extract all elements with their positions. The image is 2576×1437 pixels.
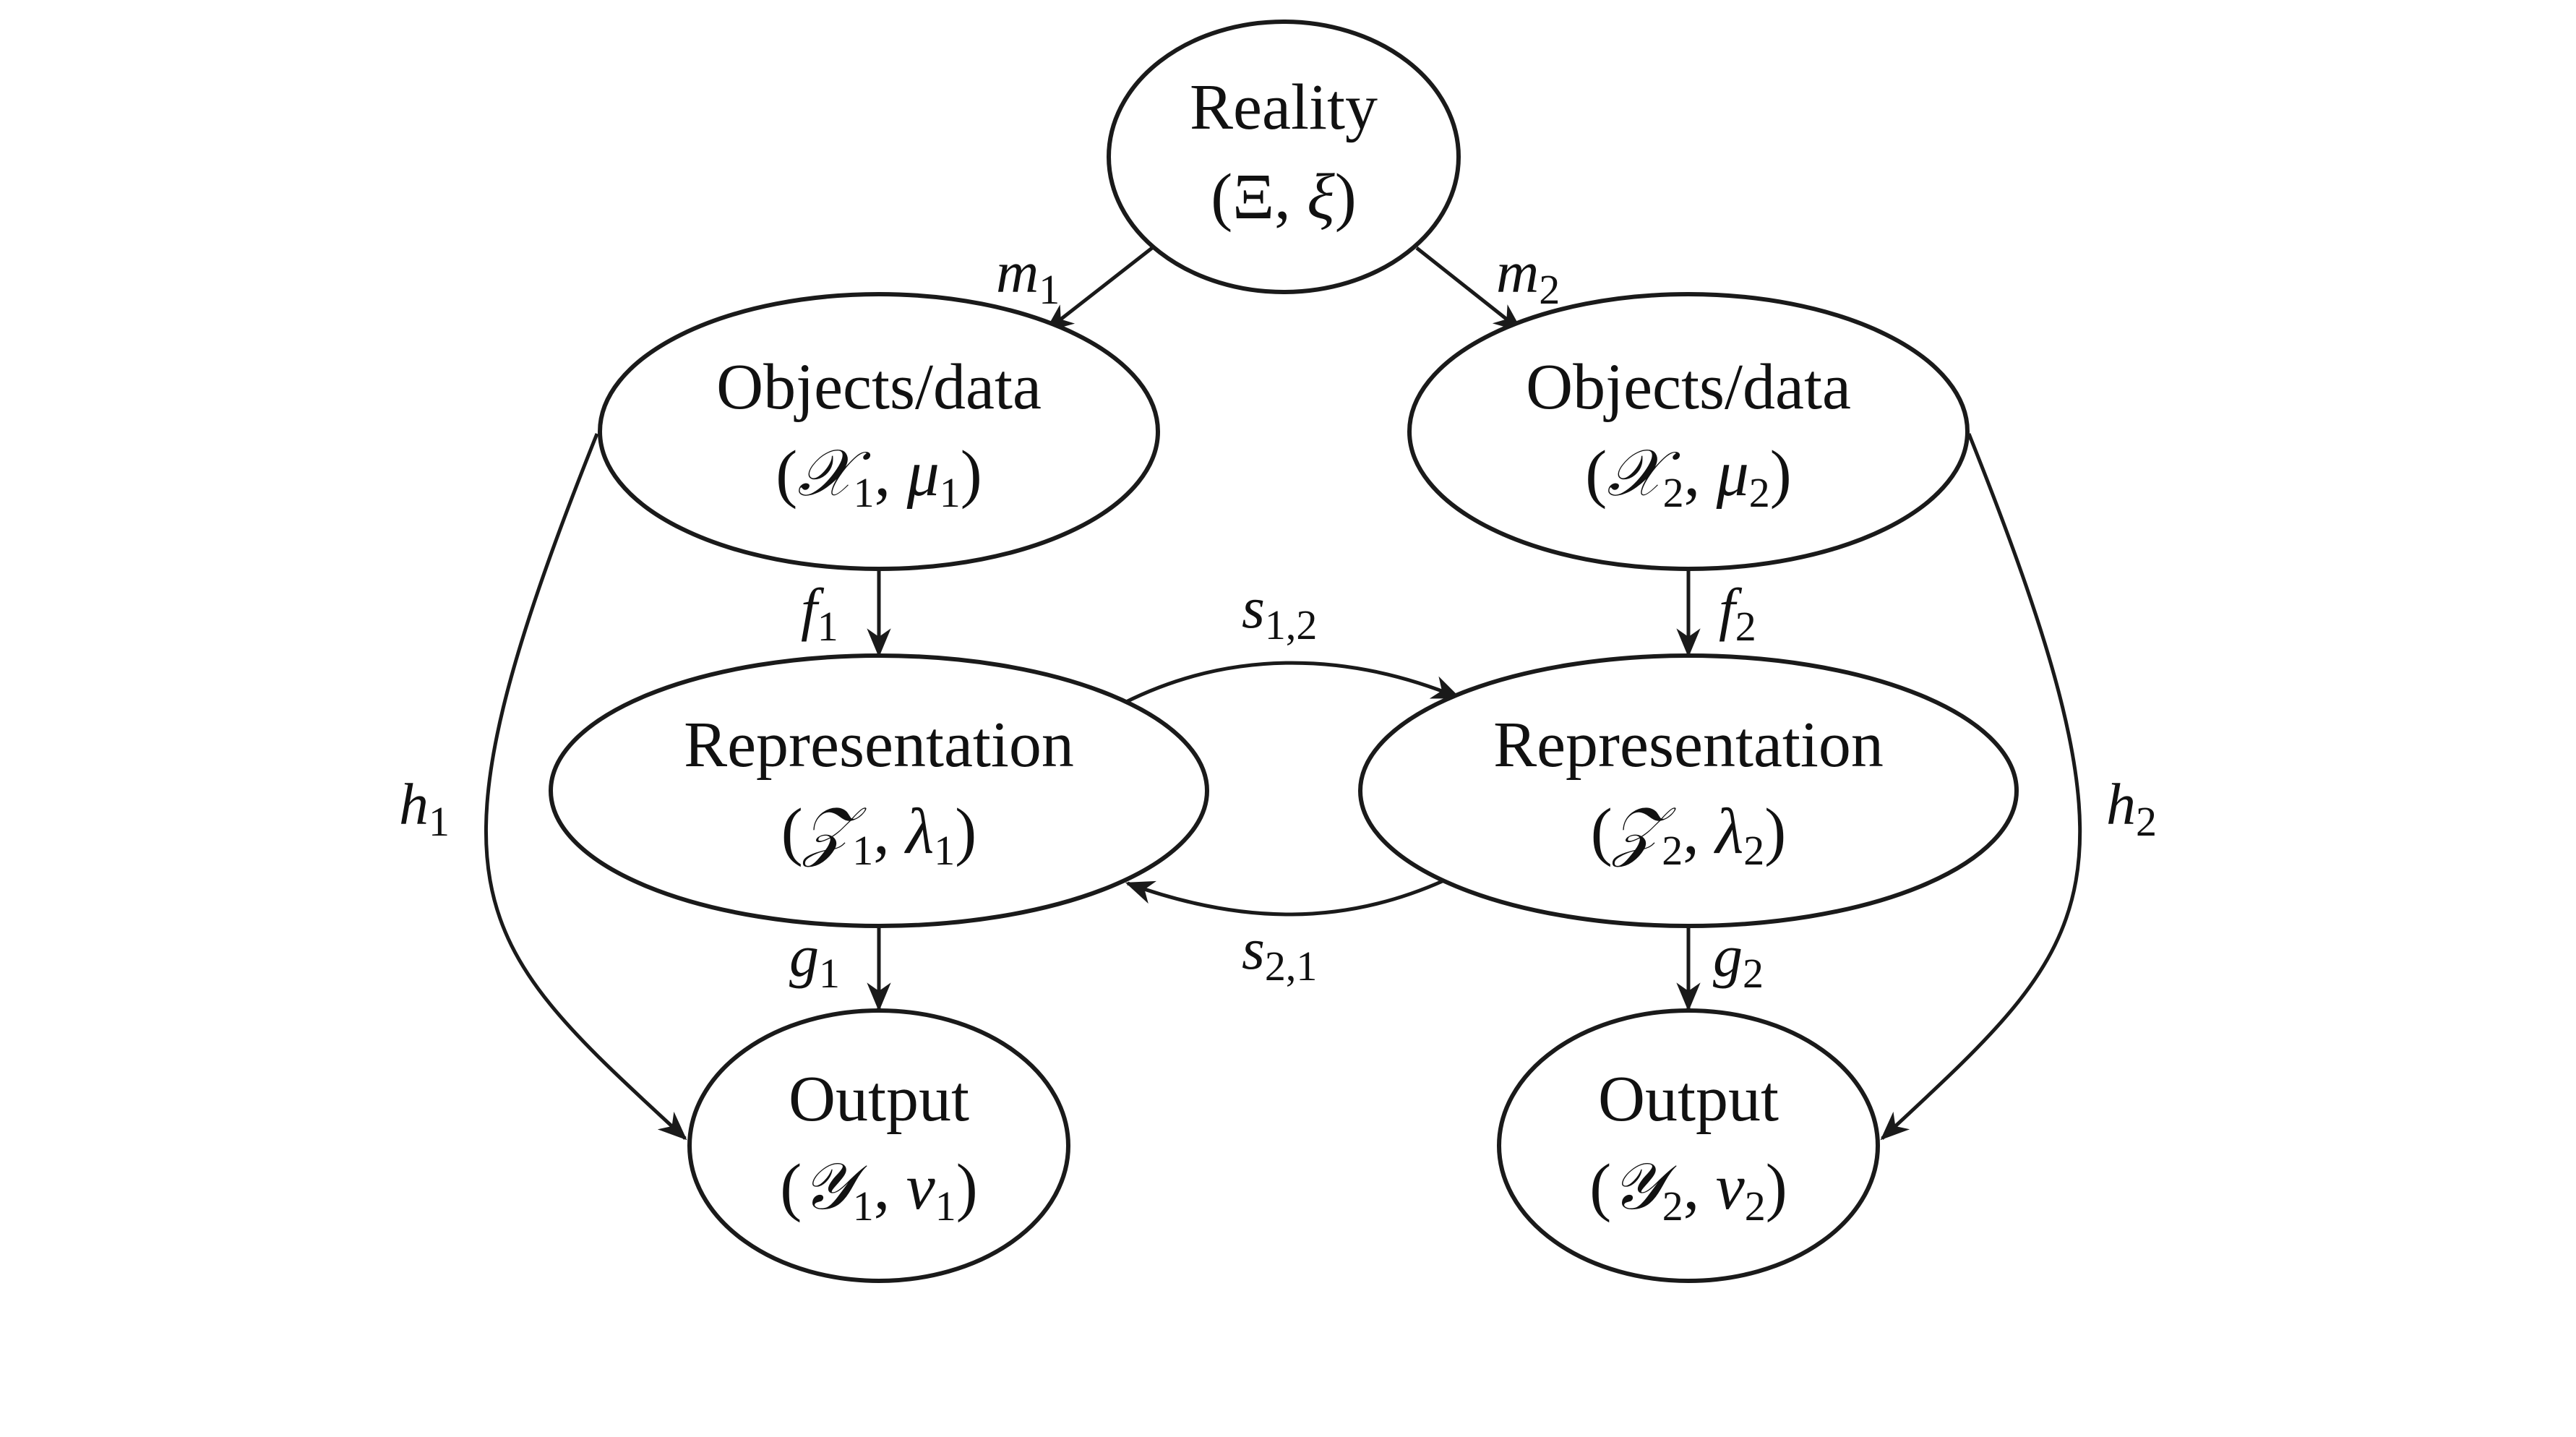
node-objects-2-symbol: (𝒳2, μ2) <box>1585 435 1792 516</box>
edge-label-h2: h2 <box>2106 771 2157 845</box>
edge-m1 <box>1044 246 1154 333</box>
edge-label-s12: s1,2 <box>1242 575 1317 648</box>
node-objects-1-symbol: (𝒳1, μ1) <box>776 435 982 516</box>
node-representation-2-shape <box>1358 653 2019 928</box>
node-objects-2-shape <box>1407 292 1970 571</box>
node-representation-2: Representation (𝒵2, λ2) <box>1358 653 2019 928</box>
node-output-1-shape <box>687 1008 1070 1283</box>
node-representation-2-title: Representation <box>1493 709 1884 781</box>
node-output-1: Output (𝒴1, ν1) <box>687 1008 1070 1283</box>
edge-s12 <box>1123 661 1461 705</box>
edge-label-m1: m1 <box>996 239 1060 313</box>
node-objects-2-title: Objects/data <box>1526 351 1851 423</box>
node-representation-1-title: Representation <box>684 709 1074 781</box>
node-objects-2: Objects/data (𝒳2, μ2) <box>1407 292 1970 571</box>
node-objects-1: Objects/data (𝒳1, μ1) <box>598 292 1160 571</box>
edge-label-g2: g2 <box>1713 923 1764 997</box>
edge-labels: m1 m2 f1 f2 g1 g2 h1 h2 s1,2 s2,1 <box>399 239 2157 997</box>
node-output-2-shape <box>1497 1008 1880 1283</box>
node-representation-1: Representation (𝒵1, λ1) <box>549 653 1209 928</box>
node-output-2: Output (𝒴2, ν2) <box>1497 1008 1880 1283</box>
edge-h2 <box>1880 433 2082 1141</box>
edge-m2 <box>1415 246 1523 333</box>
edges <box>484 246 2082 1141</box>
edge-label-m2: m2 <box>1496 239 1560 313</box>
node-reality-title: Reality <box>1190 72 1378 143</box>
node-reality-symbol: (Ξ, ξ) <box>1211 161 1356 233</box>
node-output-1-title: Output <box>789 1063 969 1135</box>
edge-label-s21: s2,1 <box>1242 916 1317 990</box>
node-representation-1-symbol: (𝒵1, λ1) <box>781 793 976 874</box>
node-objects-1-title: Objects/data <box>716 351 1042 423</box>
node-reality-shape <box>1107 20 1461 294</box>
node-output-2-title: Output <box>1598 1063 1779 1135</box>
edge-label-h1: h1 <box>399 771 450 845</box>
node-output-2-symbol: (𝒴2, ν2) <box>1589 1149 1787 1230</box>
edge-label-g1: g1 <box>789 923 840 997</box>
edge-label-f1: f1 <box>801 576 838 650</box>
node-reality: Reality (Ξ, ξ) <box>1107 20 1461 294</box>
edge-s21 <box>1125 878 1446 917</box>
edge-h1 <box>484 433 687 1141</box>
node-objects-1-shape <box>598 292 1160 571</box>
node-representation-1-shape <box>549 653 1209 928</box>
edge-label-f2: f2 <box>1719 576 1756 650</box>
